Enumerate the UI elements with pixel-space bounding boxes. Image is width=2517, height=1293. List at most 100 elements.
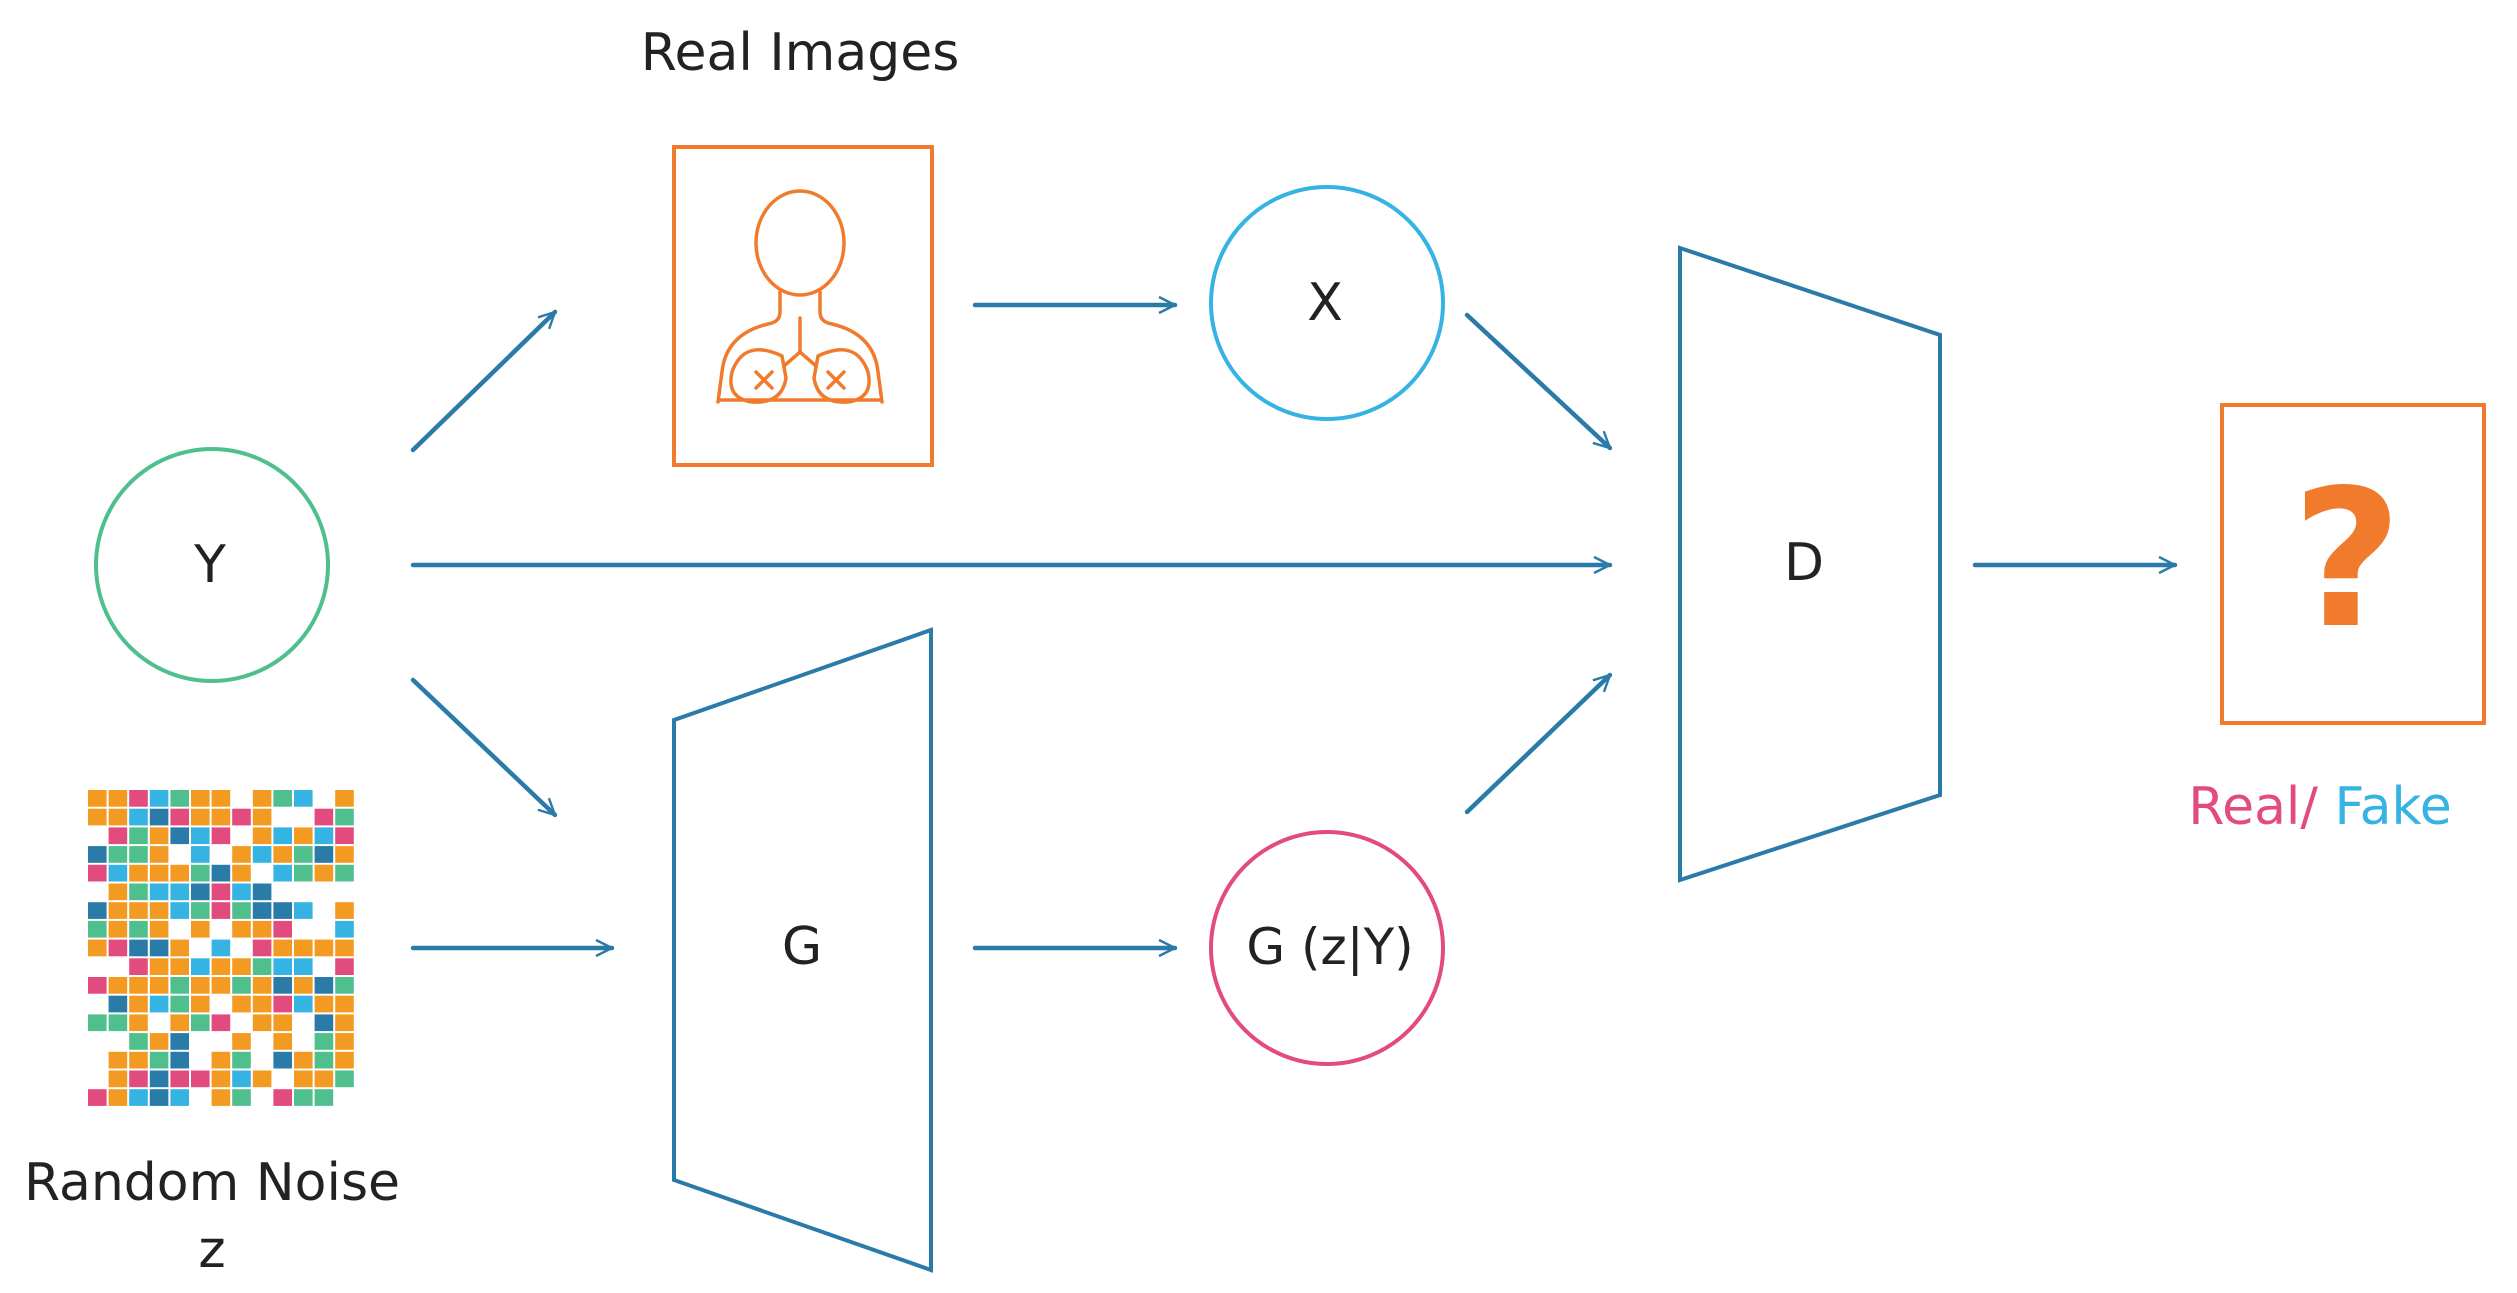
noise-cell — [88, 920, 107, 938]
noise-cell — [273, 790, 292, 807]
noise-cell — [273, 1089, 292, 1106]
noise-cell — [191, 995, 210, 1013]
noise-cell — [191, 883, 210, 901]
noise-cell — [252, 808, 272, 826]
noise-cell — [232, 920, 251, 938]
noise-cell — [335, 827, 354, 845]
noise-cell — [294, 864, 313, 882]
noise-cell — [232, 808, 251, 826]
noise-cell — [129, 1070, 148, 1088]
noise-cell — [252, 846, 272, 863]
noise-cell — [314, 808, 334, 826]
noise-cell — [252, 902, 272, 919]
noise-cell — [335, 977, 354, 994]
noise-cell — [252, 958, 272, 975]
noise-cell — [149, 790, 169, 807]
noise-cell — [273, 1033, 292, 1050]
noise-cell — [149, 1051, 169, 1069]
noise-cell — [273, 1051, 292, 1069]
noise-cell — [273, 977, 292, 994]
noise-cell — [335, 864, 354, 882]
noise-cell — [335, 902, 354, 919]
result-frame — [2220, 403, 2486, 725]
noise-cell — [191, 827, 210, 845]
noise-cell — [149, 958, 169, 975]
noise-cell — [252, 920, 272, 938]
arrow-y-to-real — [410, 309, 558, 453]
noise-cell — [170, 1089, 189, 1106]
noise-cell — [129, 808, 148, 826]
noise-cell — [314, 995, 334, 1013]
noise-cell — [149, 827, 169, 845]
noise-cell — [211, 939, 231, 957]
noise-cell — [252, 827, 272, 845]
node-gz-circle — [1209, 830, 1445, 1066]
noise-cell — [170, 995, 189, 1013]
noise-cell — [149, 977, 169, 994]
noise-variable-label: z — [198, 1220, 226, 1280]
noise-cell — [232, 958, 251, 975]
noise-cell — [252, 883, 272, 901]
noise-cell — [314, 939, 334, 957]
noise-cell — [314, 1070, 334, 1088]
noise-cell — [170, 1051, 189, 1069]
noise-cell — [88, 864, 107, 882]
noise-cell — [88, 939, 107, 957]
noise-cell — [108, 1014, 128, 1032]
real-images-title: Real Images — [640, 23, 960, 83]
noise-cell — [294, 790, 313, 807]
noise-cell — [335, 1014, 354, 1032]
noise-cell — [211, 1051, 231, 1069]
noise-cell — [191, 920, 210, 938]
noise-cell — [129, 958, 148, 975]
noise-cell — [88, 1089, 107, 1106]
noise-cell — [108, 790, 128, 807]
noise-cell — [211, 902, 231, 919]
noise-cell — [294, 827, 313, 845]
noise-cell — [232, 995, 251, 1013]
noise-cell — [108, 864, 128, 882]
noise-cell — [252, 977, 272, 994]
noise-cell — [273, 920, 292, 938]
node-x-label: X — [1307, 273, 1343, 333]
noise-cell — [335, 1070, 354, 1088]
noise-cell — [129, 864, 148, 882]
noise-cell — [191, 958, 210, 975]
noise-cell — [294, 902, 313, 919]
noise-cell — [335, 939, 354, 957]
noise-cell — [191, 864, 210, 882]
noise-cell — [335, 790, 354, 807]
noise-cell — [108, 808, 128, 826]
noise-cell — [294, 958, 313, 975]
noise-cell — [232, 1051, 251, 1069]
noise-cell — [211, 977, 231, 994]
noise-cell — [232, 1070, 251, 1088]
noise-cell — [314, 864, 334, 882]
noise-cell — [149, 939, 169, 957]
noise-cell — [232, 846, 251, 863]
noise-cell — [149, 883, 169, 901]
noise-cell — [129, 883, 148, 901]
noise-cell — [273, 939, 292, 957]
noise-cell — [191, 977, 210, 994]
noise-cell — [314, 1089, 334, 1106]
noise-cell — [294, 939, 313, 957]
question-mark-icon: ? — [2291, 449, 2403, 670]
noise-cell — [170, 790, 189, 807]
noise-cell — [314, 827, 334, 845]
noise-cell — [149, 995, 169, 1013]
noise-cell — [335, 1051, 354, 1069]
noise-cell — [335, 920, 354, 938]
noise-cell — [273, 1014, 292, 1032]
noise-cell — [211, 790, 231, 807]
noise-cell — [191, 790, 210, 807]
noise-cell — [191, 1070, 210, 1088]
discriminator-shape — [1678, 245, 1942, 883]
noise-cell — [211, 1014, 231, 1032]
noise-cell — [149, 1033, 169, 1050]
noise-cell — [170, 958, 189, 975]
noise-cell — [129, 1089, 148, 1106]
noise-cell — [211, 827, 231, 845]
noise-cell — [149, 902, 169, 919]
